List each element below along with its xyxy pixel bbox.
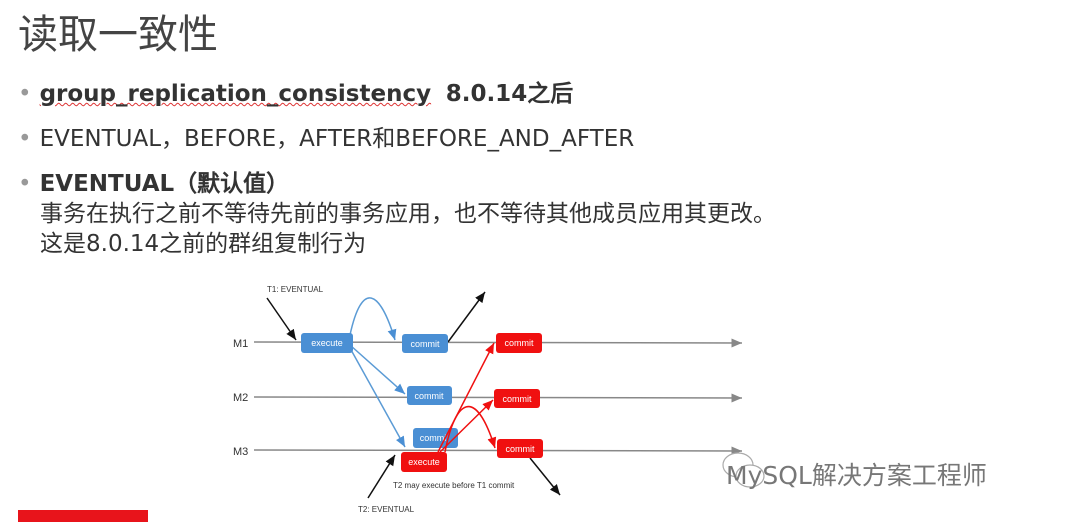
commit-label: commit [503,394,532,404]
arrow-t1-in [266,297,297,341]
label-m1: M1 [233,338,248,350]
execute-label-m3: execute [408,457,440,467]
param-name: group_replication_consistency [39,81,432,107]
wechat-icon [722,452,765,488]
watermark: MySQL解决方案工程师 [726,461,987,490]
commit-box-blue-m1 [402,334,448,353]
execute-box-m1 [301,333,353,353]
commit-box-red-m2 [494,389,540,408]
footer-accent-bar [18,510,148,522]
eventual-desc-1: 事务在执行之前不等待先前的事务应用，也不等待其他成员应用其更改。 [40,201,776,227]
arrow-t2-in [367,454,396,499]
arrow-blue-m1 [349,297,397,341]
version-text: 8.0.14之后 [445,81,574,107]
execute-label-m1: execute [311,338,343,348]
label-m2: M2 [233,392,248,404]
t2-label: T2: EVENTUAL [358,505,415,514]
arrow-t1-out [447,291,486,343]
commit-label: commit [415,391,444,401]
commit-label: commi [420,433,447,443]
bullet-eventual: •EVENTUAL（默认值） [18,171,290,197]
eventual-title: EVENTUAL（默认值） [39,171,290,197]
bullet-consistency: •group_replication_consistency 8.0.14之后 [18,81,574,107]
commit-box-blue-m2 [407,386,452,405]
arrow-red-m1 [437,342,495,453]
arrow-red-m3 [444,405,497,453]
execute-box-m3 [401,452,447,472]
commit-label: commit [505,338,534,348]
arrow-red-m2 [439,399,494,453]
bullet-levels: •EVENTUAL，BEFORE，AFTER和BEFORE_AND_AFTER [18,126,635,152]
arrow-t2-out [529,457,561,496]
arrow-blue-m2 [349,344,406,395]
t1-label: T1: EVENTUAL [267,285,324,294]
label-m3: M3 [233,446,248,458]
commit-label: commit [411,339,440,349]
eventual-desc-2: 这是8.0.14之前的群组复制行为 [40,231,367,257]
levels-text: EVENTUAL，BEFORE，AFTER和BEFORE_AND_AFTER [39,126,635,152]
slide-title: 读取一致性 [18,12,218,58]
commit-box-red-m3 [497,439,543,458]
commit-box-red-m1 [496,333,542,353]
diagram-note: T2 may execute before T1 commit [393,481,515,490]
arrow-blue-m3 [349,347,406,448]
commit-label: commit [506,444,535,454]
